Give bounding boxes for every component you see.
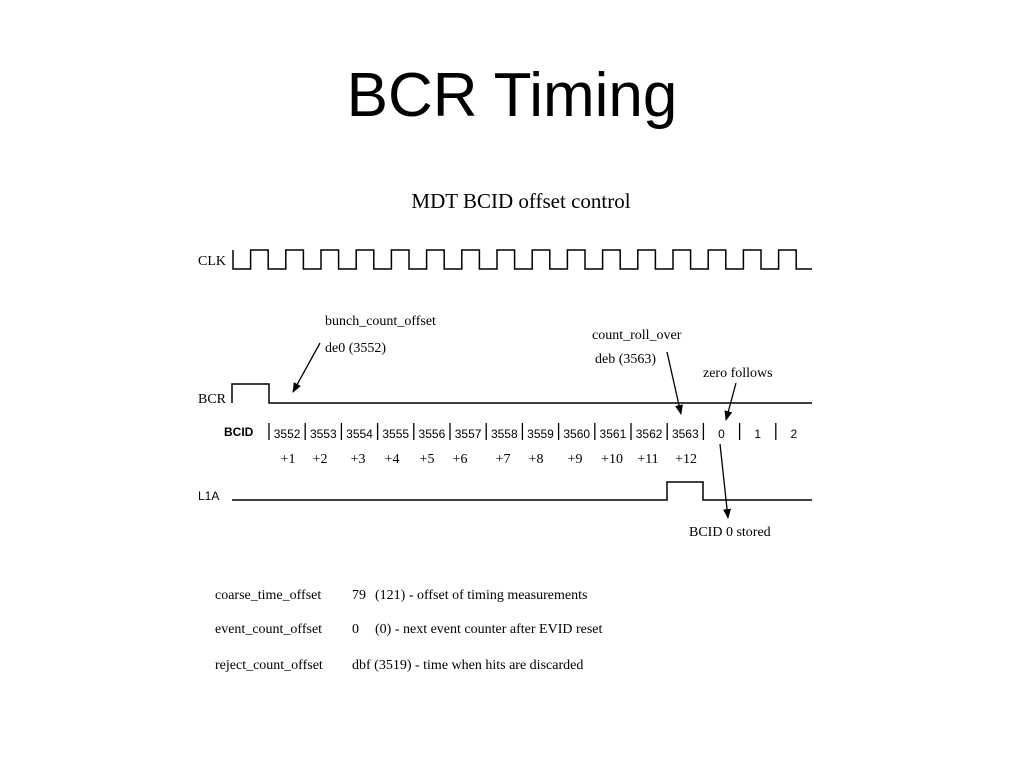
clk-waveform (232, 249, 812, 270)
increment-value: +1 (281, 452, 296, 467)
bcid-value: 3558 (491, 427, 518, 441)
increment-value: +3 (351, 452, 366, 467)
increment-value: +11 (637, 452, 658, 467)
bcid-value: 3557 (455, 427, 482, 441)
bcid-value: 0 (718, 427, 725, 441)
clk-label: CLK (198, 254, 226, 269)
bunch-count-offset-label: bunch_count_offset (325, 314, 436, 329)
increment-value: +8 (529, 452, 544, 467)
increment-value: +9 (568, 452, 583, 467)
increment-value: +6 (453, 452, 468, 467)
increment-value: +5 (420, 452, 435, 467)
bcr-waveform (231, 383, 812, 404)
bunch-count-offset-arrow (292, 342, 321, 393)
bcid-value: 1 (754, 427, 761, 441)
bcid-value: 3562 (636, 427, 663, 441)
bcid-value: 3552 (274, 427, 301, 441)
increment-value: +4 (385, 452, 400, 467)
count-roll-over-value: deb (3563) (595, 352, 656, 367)
param-coarse-time-offset-desc: (121) - offset of timing measurements (375, 588, 587, 603)
increment-value: +7 (496, 452, 511, 467)
param-reject-count-offset-value: dbf (3519) - time when hits are discarde… (352, 658, 583, 673)
param-event-count-offset-name: event_count_offset (215, 622, 322, 637)
bcid-value: 3555 (382, 427, 409, 441)
param-event-count-offset-desc: (0) - next event counter after EVID rese… (375, 622, 603, 637)
bcid-value: 3563 (672, 427, 699, 441)
param-reject-count-offset-name: reject_count_offset (215, 658, 323, 673)
bunch-count-offset-value: de0 (3552) (325, 341, 386, 356)
bcid-row: 3552 3553 3554 3555 3556 3557 3558 3559 3560 3561… (268, 423, 798, 441)
bcid-value: 3561 (600, 427, 627, 441)
param-coarse-time-offset-value: 79 (352, 588, 366, 603)
zero-follows-label: zero follows (703, 366, 773, 381)
increment-value: +10 (601, 452, 623, 467)
bcr-label: BCR (198, 392, 227, 407)
bcid-value: 3553 (310, 427, 337, 441)
increment-value: +12 (675, 452, 697, 467)
bcid-value: 2 (791, 427, 798, 441)
bcid-value: 3554 (346, 427, 373, 441)
bcid-stored-arrow (719, 443, 732, 519)
bcid-value: 3556 (419, 427, 446, 441)
param-coarse-time-offset-name: coarse_time_offset (215, 588, 321, 603)
bcid-label: BCID (224, 425, 254, 439)
increment-row: +1 +2 +3 +4 +5 +6 +7 +8 +9 +10 +11 +12 (281, 452, 697, 467)
bcid-value: 3560 (563, 427, 590, 441)
l1a-label: L1A (198, 489, 219, 503)
increment-value: +2 (313, 452, 328, 467)
count-roll-over-label: count_roll_over (592, 328, 682, 343)
diagram-title: MDT BCID offset control (411, 189, 630, 213)
slide-title: BCR Timing (346, 61, 678, 130)
zero-follows-arrow (724, 382, 737, 421)
count-roll-over-arrow (666, 351, 683, 415)
param-event-count-offset-value: 0 (352, 622, 359, 637)
bcid-stored-label: BCID 0 stored (689, 525, 771, 540)
bcid-value: 3559 (527, 427, 554, 441)
l1a-waveform (232, 481, 812, 501)
